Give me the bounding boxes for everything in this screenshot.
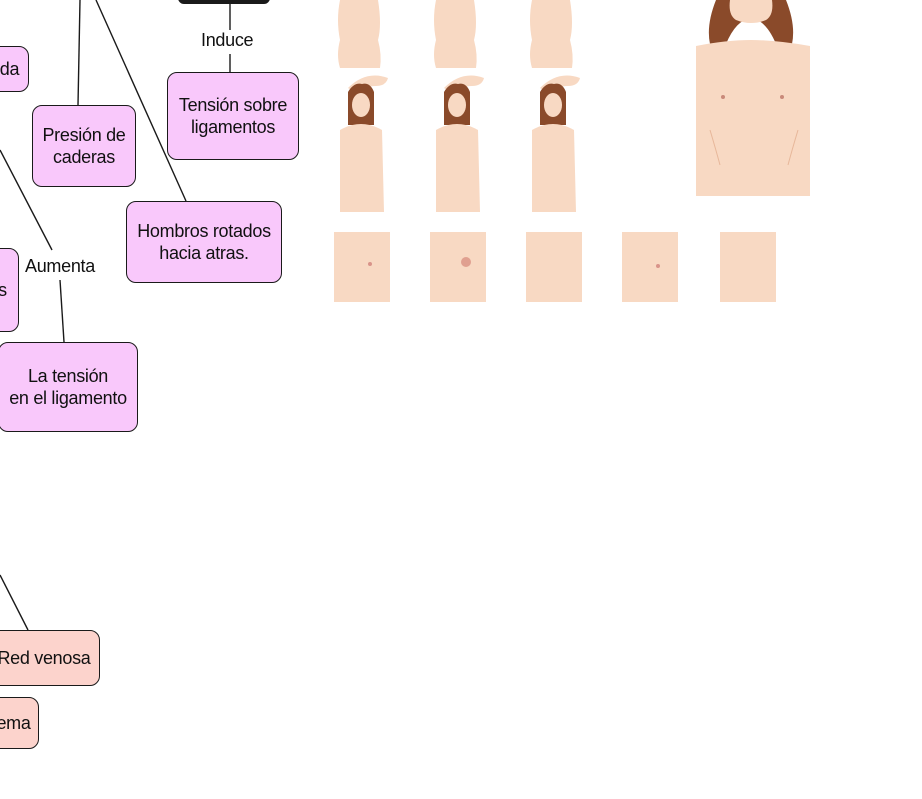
- node-presion-de-caderas: Presión de caderas: [32, 105, 136, 187]
- link-label-aumenta: Aumenta: [24, 256, 96, 277]
- connector-aumenta-to-tension: [59, 279, 65, 343]
- node-tension-line2: ligamentos: [190, 117, 276, 137]
- node-red-venosa-text: Red venosa: [0, 648, 91, 668]
- node-la-tension-line1: La tensión: [27, 366, 109, 386]
- node-hombros-line2: hacia atras.: [159, 243, 249, 263]
- node-ema: ema: [0, 697, 39, 749]
- row3-closeups: [334, 232, 776, 302]
- connector-to-presion: [77, 0, 81, 106]
- node-s-text: s: [0, 280, 7, 300]
- figure-2-2: [436, 75, 484, 212]
- link-label-induce: Induce: [200, 30, 255, 51]
- node-tension-line1: Tensión sobre: [178, 95, 288, 115]
- node-presion-line1: Presión de: [42, 125, 126, 145]
- node-da-text: da: [0, 59, 20, 79]
- figure-2-3: [532, 75, 580, 212]
- row2-figures: [340, 75, 580, 212]
- illustration-svg: [334, 0, 810, 302]
- connector-to-red-venosa: [0, 574, 29, 631]
- node-la-tension-line2: en el ligamento: [9, 388, 127, 408]
- node-la-tension-en-el-ligamento: La tensión en el ligamento: [0, 342, 138, 432]
- row1-torsos: [338, 0, 573, 68]
- node-s: s: [0, 248, 19, 332]
- node-da: da: [0, 46, 29, 92]
- node-red-venosa: Red venosa: [0, 630, 100, 686]
- breast-self-exam-illustration: [326, 0, 812, 330]
- dark-node-top: [178, 0, 270, 4]
- node-presion-line2: caderas: [53, 147, 115, 167]
- node-tension-sobre-ligamentos: Tensión sobre ligamentos: [167, 72, 299, 160]
- large-figure: [696, 0, 810, 196]
- figure-2-1: [340, 75, 388, 212]
- node-hombros-line1: Hombros rotados: [137, 221, 271, 241]
- node-hombros-rotados: Hombros rotados hacia atras.: [126, 201, 282, 283]
- node-ema-text: ema: [0, 713, 31, 733]
